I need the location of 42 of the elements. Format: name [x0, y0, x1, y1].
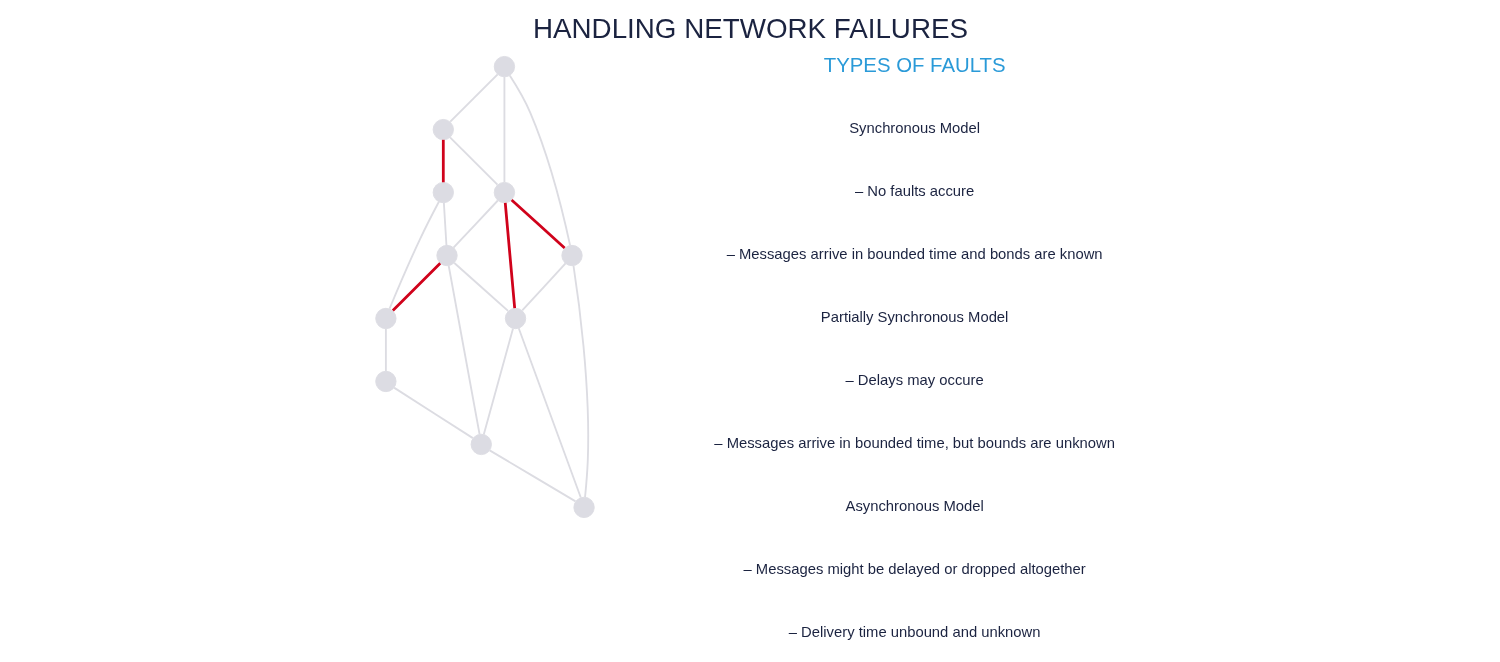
- label: – Messages arrive in bounded time and bonds are known: [726, 246, 1103, 263]
- node-circle: [560, 244, 583, 267]
- label: – No faults accure: [854, 183, 974, 200]
- connector: [442, 201, 447, 247]
- connector: [452, 199, 499, 249]
- node-circle: [374, 370, 397, 393]
- node-circle: [470, 433, 492, 456]
- node-circle: [432, 181, 454, 204]
- node-circle: [435, 244, 458, 267]
- connector: [503, 75, 505, 184]
- connector: [448, 73, 499, 123]
- connector: [388, 200, 440, 310]
- connector: [482, 327, 514, 436]
- label: – Delays may occure: [845, 371, 984, 388]
- node-circle: [493, 55, 515, 78]
- connector: [447, 264, 480, 436]
- connector: [520, 262, 566, 312]
- label: – Messages might be delayed or dropped altogether: [743, 560, 1086, 577]
- connector: [503, 202, 516, 309]
- connector: [510, 199, 566, 249]
- connector: [392, 386, 474, 440]
- connector: [441, 139, 445, 183]
- connector: [448, 136, 498, 186]
- connector: [452, 262, 509, 312]
- connector: [517, 327, 582, 499]
- label: Asynchronous Model: [845, 497, 984, 514]
- node-circle: [572, 496, 595, 519]
- connector: [384, 327, 387, 373]
- label: TYPES OF FAULTS: [823, 53, 1006, 76]
- node-circle: [374, 307, 397, 330]
- connector: [572, 264, 589, 499]
- connector: [488, 449, 576, 503]
- label: – Delivery time unbound and unknown: [788, 623, 1040, 640]
- connector: [508, 74, 571, 247]
- node-circle: [504, 307, 526, 330]
- node-circle: [493, 181, 515, 204]
- node-circle: [432, 118, 454, 141]
- label: – Messages arrive in bounded time, but bounds are unknown: [713, 434, 1115, 451]
- label: Synchronous Model: [848, 120, 980, 137]
- diagram-title: HANDLING NETWORK FAILURES: [532, 12, 968, 44]
- connector: [391, 262, 441, 312]
- label: Partially Synchronous Model: [820, 309, 1008, 326]
